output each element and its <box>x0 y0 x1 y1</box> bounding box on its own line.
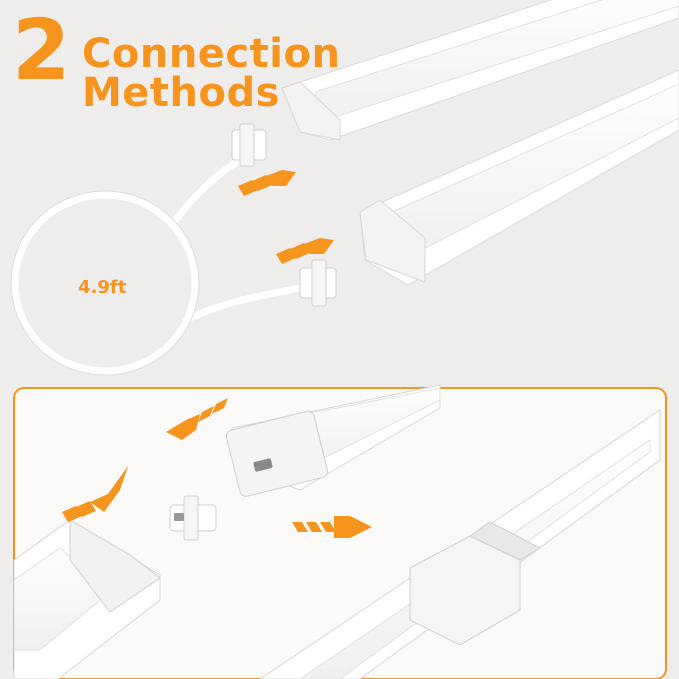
headline-line-2: Methods <box>82 70 280 116</box>
headline-number: 2 <box>12 1 71 99</box>
arrow-panel-upper-left <box>166 398 228 440</box>
headline: 2 Connection Methods <box>12 8 352 113</box>
light-bar-top <box>281 0 679 141</box>
cable-plug-lower <box>299 259 337 307</box>
arrow-panel-right <box>292 516 372 538</box>
loose-connector <box>169 495 217 541</box>
arrow-panel-left <box>62 466 128 522</box>
cable-length-label: 4.9ft <box>78 277 127 298</box>
headline-line-1: Connection <box>82 31 341 77</box>
panel-light-bar-left <box>13 519 161 679</box>
arrow-upper-right <box>238 170 296 196</box>
connector-cable <box>11 156 309 375</box>
light-bar-bottom <box>359 69 679 286</box>
cable-plug-upper <box>231 123 267 167</box>
panel-light-bar-upper <box>225 384 441 497</box>
panel-joined-bars <box>259 409 661 679</box>
arrow-lower-right <box>276 238 334 264</box>
